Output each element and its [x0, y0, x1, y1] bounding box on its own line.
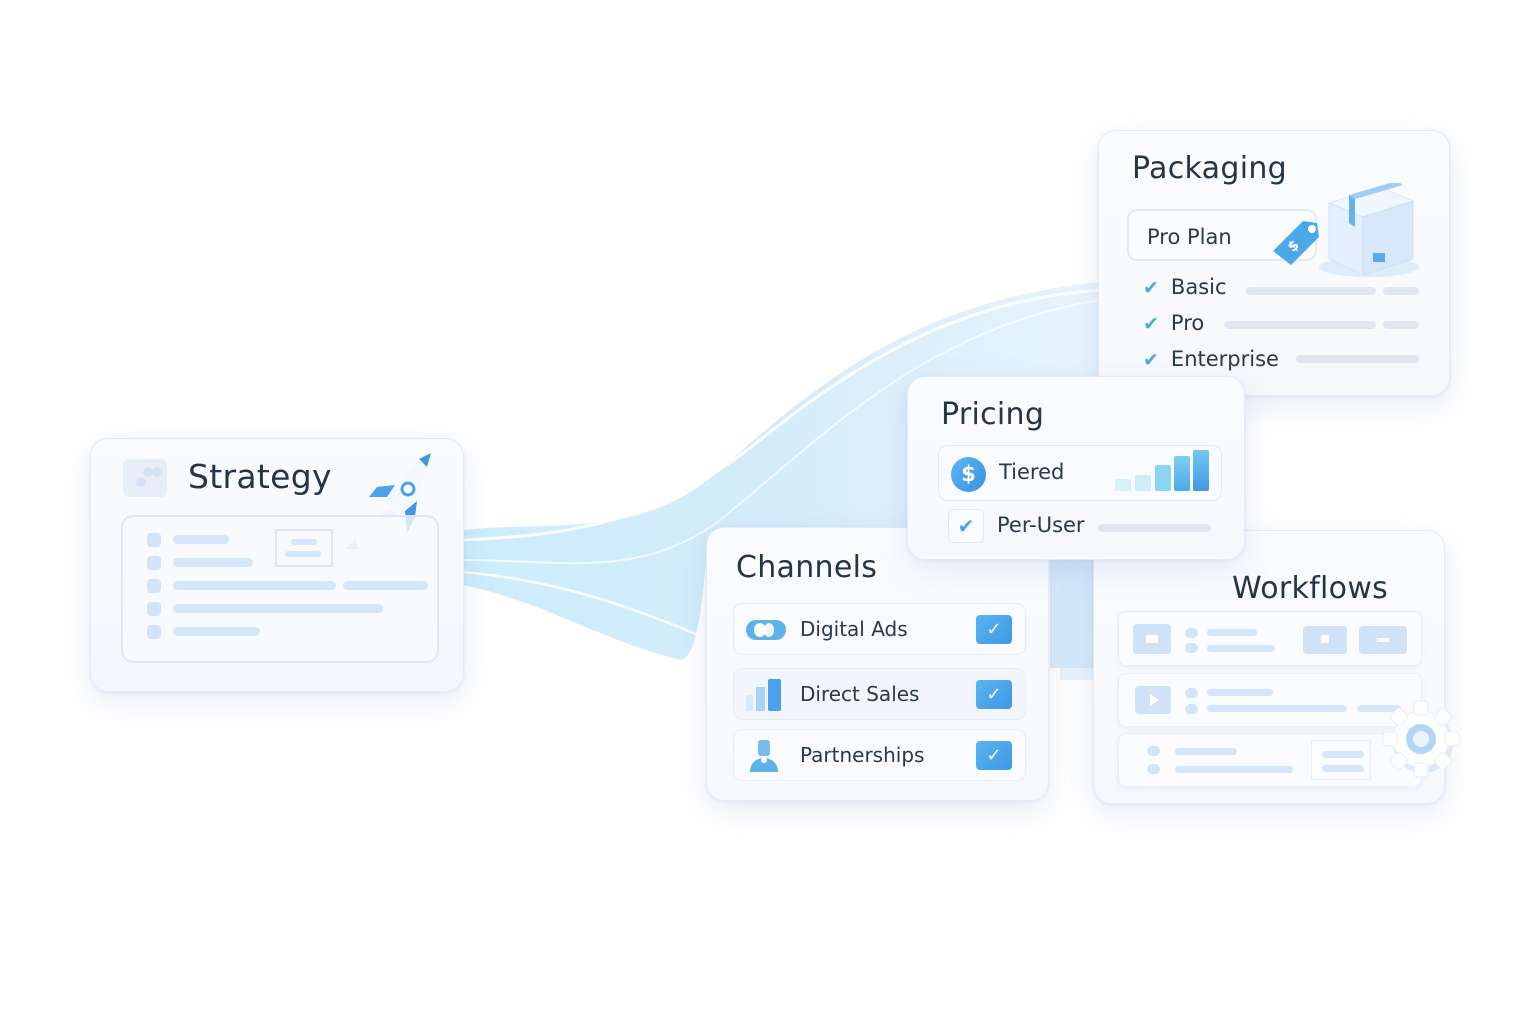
workflow-row[interactable]: [1118, 733, 1422, 787]
expand-button[interactable]: [1303, 626, 1347, 654]
pricing-card[interactable]: Pricing $ Tiered ✔ Per-User: [907, 376, 1245, 560]
per-user-checkbox[interactable]: ✔: [948, 509, 984, 543]
note-icon: [275, 529, 333, 567]
placeholder-line: [173, 558, 253, 567]
placeholder-line: [1224, 321, 1376, 329]
placeholder-line: [1383, 321, 1419, 329]
workflows-card[interactable]: Workflows: [1093, 530, 1445, 804]
pricing-option-tiered[interactable]: $ Tiered: [938, 445, 1222, 501]
dollar-icon: $: [951, 457, 986, 492]
package-box-icon: $: [1273, 183, 1419, 277]
plan-selector[interactable]: Pro Plan: [1127, 209, 1317, 261]
channel-checkbox[interactable]: ✓: [976, 741, 1012, 770]
channels-card[interactable]: Channels Digital Ads ✓ Direct Sales ✓ Pa…: [706, 527, 1049, 801]
placeholder-line: [173, 535, 229, 544]
placeholder-line: [1383, 287, 1419, 295]
workflows-title: Workflows: [1232, 571, 1389, 606]
strategy-logo-icon: [123, 459, 167, 497]
toggle-icon: [746, 620, 786, 640]
strategy-content-panel: [121, 515, 439, 663]
workflow-row[interactable]: [1118, 673, 1422, 727]
tier-enterprise[interactable]: ✔Enterprise: [1143, 347, 1279, 371]
tier-pro[interactable]: ✔Pro: [1143, 311, 1205, 335]
strategy-title: Strategy: [188, 457, 332, 496]
tiered-label: Tiered: [999, 460, 1065, 484]
channel-row-direct-sales[interactable]: Direct Sales ✓: [733, 668, 1026, 720]
strategy-card[interactable]: Strategy: [90, 438, 464, 692]
check-icon: ✔: [1143, 349, 1159, 371]
placeholder-line: [1296, 355, 1419, 363]
list-bullet: [147, 579, 161, 593]
channel-row-digital-ads[interactable]: Digital Ads ✓: [733, 603, 1026, 655]
note-icon: [1311, 740, 1371, 780]
list-bullet: [147, 625, 161, 639]
channels-title: Channels: [736, 550, 878, 585]
list-bullet: [147, 602, 161, 616]
check-icon: ✔: [1143, 277, 1159, 299]
list-bullet: [147, 533, 161, 547]
tier-basic[interactable]: ✔Basic: [1143, 275, 1227, 299]
gear-icon[interactable]: [1380, 698, 1462, 780]
person-icon: [750, 740, 778, 772]
check-icon: ✔: [1143, 313, 1159, 335]
packaging-title: Packaging: [1132, 151, 1287, 186]
placeholder-line: [1098, 524, 1211, 532]
packaging-card[interactable]: Packaging Pro Plan $ ✔Basic ✔Pro ✔Enterp…: [1098, 130, 1450, 396]
placeholder-line: [173, 604, 383, 613]
pricing-title: Pricing: [941, 397, 1045, 432]
channel-checkbox[interactable]: ✓: [976, 680, 1012, 709]
list-bullet: [147, 556, 161, 570]
play-button[interactable]: [1135, 686, 1171, 714]
selected-plan-label: Pro Plan: [1147, 225, 1232, 249]
minimize-button[interactable]: [1359, 626, 1407, 654]
bar-chart-icon: [746, 679, 781, 711]
per-user-label: Per-User: [997, 513, 1085, 537]
placeholder-line: [1246, 287, 1376, 295]
placeholder-line: [173, 581, 336, 590]
placeholder-line: [173, 627, 260, 636]
placeholder-line: [343, 581, 428, 590]
channel-row-partnerships[interactable]: Partnerships ✓: [733, 729, 1026, 781]
workflow-row[interactable]: [1118, 611, 1422, 666]
stop-button[interactable]: [1133, 624, 1171, 654]
channel-checkbox[interactable]: ✓: [976, 615, 1012, 644]
